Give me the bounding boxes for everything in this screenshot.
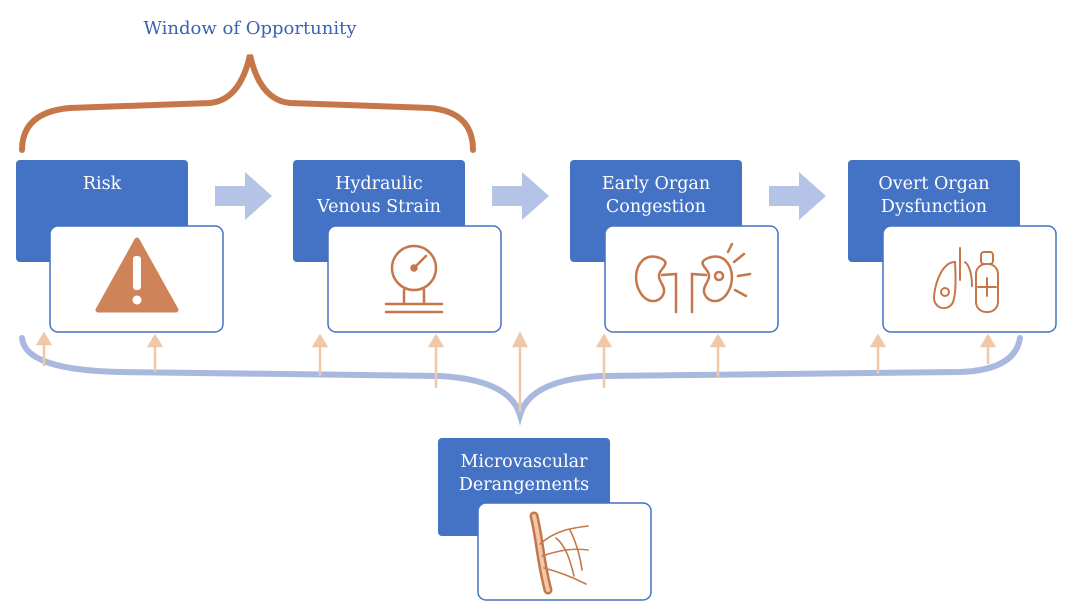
stage-congestion-line1: Early Organ <box>601 174 711 194</box>
stage-hydraulic-label: Hydraulic Venous Strain <box>293 173 465 219</box>
upward-arrows <box>35 331 997 412</box>
stage-congestion-label: Early Organ Congestion <box>570 173 742 219</box>
forward-arrow-1 <box>215 172 272 220</box>
base-microvascular-label: Microvascular Derangements <box>438 451 610 497</box>
lungs-heart-icon <box>932 247 999 313</box>
pressure-gauge-icon <box>384 244 444 314</box>
stage-risk-line1: Risk <box>82 174 122 194</box>
forward-arrow-2 <box>492 172 549 220</box>
stage-risk-label: Risk <box>16 173 188 196</box>
stage-dysfunction-icon-panel <box>882 225 1057 333</box>
blood-vessel-icon <box>529 511 589 595</box>
base-microvascular-line1: Microvascular <box>460 452 588 472</box>
window-of-opportunity-label: Window of Opportunity <box>143 18 357 39</box>
kidneys-icon <box>634 242 752 314</box>
stage-dysfunction-line1: Overt Organ <box>878 174 990 194</box>
stage-congestion-line2: Congestion <box>605 197 707 217</box>
forward-arrow-3 <box>769 172 826 220</box>
stage-hydraulic-line2: Venous Strain <box>317 197 441 217</box>
window-brace <box>19 54 476 153</box>
microvascular-brace <box>19 335 1023 426</box>
base-microvascular-icon-panel <box>477 502 652 601</box>
stage-dysfunction-line2: Dysfunction <box>880 197 988 217</box>
warning-icon <box>95 237 179 313</box>
base-microvascular-line2: Derangements <box>458 475 590 495</box>
stage-hydraulic-line1: Hydraulic <box>335 174 423 194</box>
stage-hydraulic-icon-panel <box>327 225 502 333</box>
stage-dysfunction-label: Overt Organ Dysfunction <box>848 173 1020 219</box>
